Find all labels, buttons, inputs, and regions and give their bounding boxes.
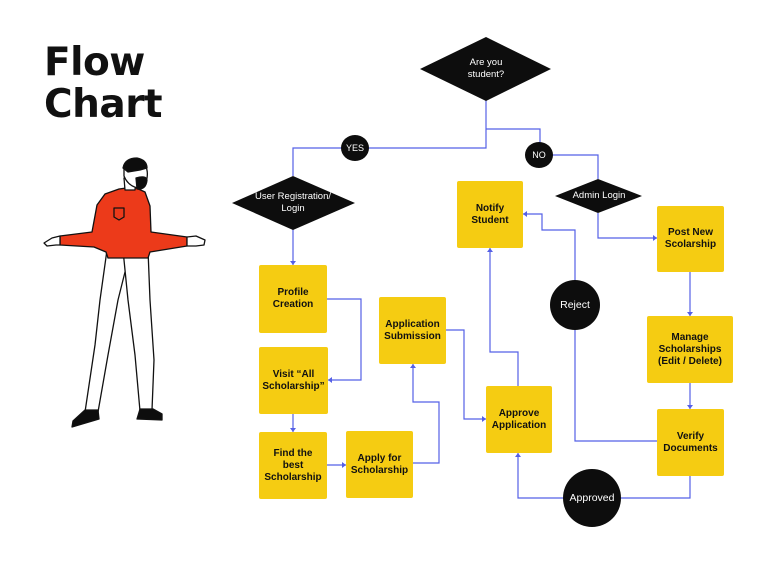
connector-yes-branch [292, 129, 487, 176]
step-verify-documents: Verify Documents [657, 409, 724, 476]
person-beard [135, 176, 148, 190]
no-label: NO [532, 150, 546, 160]
arrowhead-approve-from-approved [515, 453, 521, 457]
decision-admin-login-label: Admin Login [572, 190, 626, 201]
arrowhead-submission [410, 364, 416, 368]
person-shirt [59, 186, 188, 259]
reject-circle [550, 280, 600, 330]
arrowhead-notify-from-reject [523, 211, 527, 217]
connector-apply-to-submission [412, 364, 440, 464]
decision-user-login-label: User Registration/ Login [254, 191, 332, 214]
arrowhead-approve [482, 416, 486, 422]
arrowheads [290, 211, 693, 468]
step-visit-all-scholarship: Visit “All Scholarship” [259, 347, 328, 414]
decision-user-login-diamond [232, 176, 355, 230]
step-apply-scholarship: Apply for Scholarship [346, 431, 413, 498]
connector-verify-to-reject [574, 330, 657, 442]
arrowhead-visit [328, 377, 332, 383]
person-left-shoe [71, 409, 100, 428]
decision-shapes [232, 37, 642, 230]
title-line-1: Flow [44, 40, 145, 85]
approved-label: Approved [569, 492, 615, 504]
yes-circle [341, 135, 369, 161]
decision-student-label: Are you student? [467, 57, 505, 80]
arrowhead-profile [290, 261, 296, 265]
arrowhead-find [290, 428, 296, 432]
decision-student-diamond [420, 37, 551, 101]
step-approve-application: Approve Application [486, 386, 552, 453]
reject-label: Reject [560, 299, 590, 311]
terminal-circles [341, 135, 621, 527]
yes-label: YES [345, 143, 364, 153]
arrowhead-verify [687, 405, 693, 409]
step-application-submission: Application Submission [379, 297, 446, 364]
person-left-hand [43, 235, 61, 247]
person-right-leg [122, 249, 155, 412]
arrowhead-post [653, 235, 657, 241]
connector-verify-to-approved [621, 476, 691, 499]
connector-reject-to-notify [523, 213, 576, 281]
person-hair [122, 157, 148, 173]
person-right-hand [186, 235, 206, 247]
connector-admin-to-post [597, 213, 657, 239]
connector-approve-to-notify [489, 248, 519, 386]
arrowhead-notify [487, 248, 493, 252]
connector-submission-to-approve [446, 329, 486, 420]
step-profile-creation: Profile Creation [259, 265, 327, 333]
step-notify-student: Notify Student [457, 181, 523, 248]
approved-circle [563, 469, 621, 527]
step-manage-scholarships: Manage Scholarships (Edit / Delete) [647, 316, 733, 383]
person-shirt-pocket [113, 207, 125, 221]
title-line-2: Chart [44, 82, 163, 127]
step-find-best-scholarship: Find the best Scholarship [259, 432, 327, 499]
connector-profile-to-visit [327, 298, 362, 381]
connectors [292, 100, 691, 499]
arrowhead-apply [342, 462, 346, 468]
page-title: Flow Chart [44, 40, 163, 127]
no-circle [525, 142, 553, 168]
person-illustration [43, 157, 206, 428]
connector-approved-to-approve [517, 453, 565, 499]
person-right-shoe [136, 408, 163, 421]
step-post-new-scholarship: Post New Scolarship [657, 206, 724, 272]
decision-admin-login-diamond [555, 179, 642, 213]
arrowhead-manage [687, 312, 693, 316]
person-left-leg [84, 249, 131, 413]
